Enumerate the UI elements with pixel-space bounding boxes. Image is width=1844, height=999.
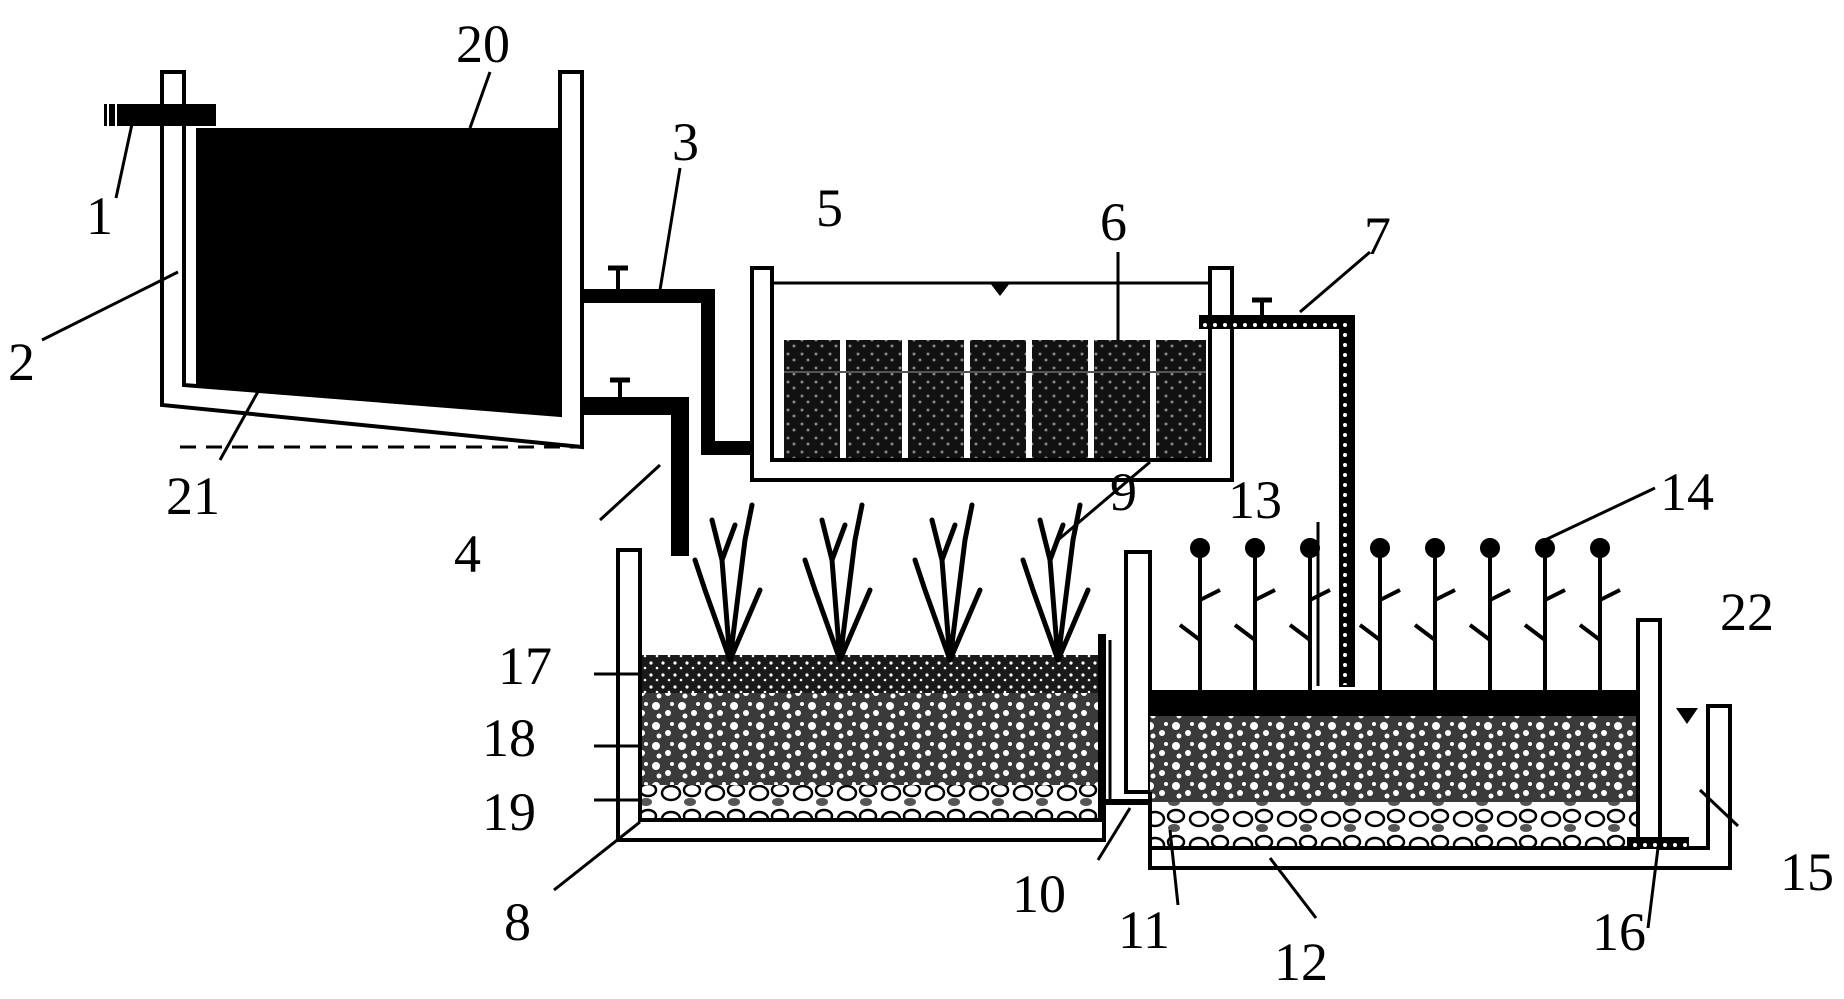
outlet-pipe bbox=[1627, 837, 1689, 849]
wetland-horizontal bbox=[1148, 538, 1732, 870]
label-14: 14 bbox=[1660, 462, 1714, 522]
pipe-7 bbox=[1199, 297, 1355, 687]
label-13: 13 bbox=[1228, 470, 1282, 530]
label-20: 20 bbox=[456, 14, 510, 74]
label-6: 6 bbox=[1100, 192, 1127, 252]
label-19: 19 bbox=[482, 782, 536, 842]
label-9: 9 bbox=[1110, 462, 1137, 522]
tank-liquid bbox=[196, 128, 560, 415]
label-5: 5 bbox=[816, 178, 843, 238]
partition-wall bbox=[1124, 550, 1152, 794]
label-3: 3 bbox=[672, 112, 699, 172]
label-22: 22 bbox=[1720, 582, 1774, 642]
regulating-tank bbox=[160, 70, 584, 450]
label-1: 1 bbox=[86, 186, 113, 246]
filter-modules bbox=[784, 340, 1206, 458]
label-4: 4 bbox=[454, 524, 481, 584]
label-7: 7 bbox=[1364, 206, 1391, 266]
biofilter-tank bbox=[750, 266, 1234, 482]
callout-labels: 1 2 3 4 5 6 7 8 9 10 11 12 13 14 15 16 1… bbox=[8, 14, 1834, 992]
inlet-pipe bbox=[104, 104, 216, 126]
pipe-3 bbox=[582, 265, 770, 455]
water-level-marker bbox=[990, 283, 1010, 296]
reeds bbox=[692, 502, 1091, 663]
label-15: 15 bbox=[1780, 842, 1834, 902]
pipe-4 bbox=[582, 377, 689, 556]
label-21: 21 bbox=[166, 466, 220, 526]
label-12: 12 bbox=[1274, 932, 1328, 992]
flowers bbox=[1178, 538, 1621, 690]
label-16: 16 bbox=[1592, 902, 1646, 962]
wetland-vertical bbox=[616, 502, 1183, 842]
label-17: 17 bbox=[498, 636, 552, 696]
label-2: 2 bbox=[8, 332, 35, 392]
label-10: 10 bbox=[1012, 864, 1066, 924]
water-level-marker bbox=[1676, 708, 1698, 724]
leader-lines bbox=[41, 71, 1740, 929]
label-18: 18 bbox=[482, 708, 536, 768]
label-8: 8 bbox=[504, 892, 531, 952]
label-11: 11 bbox=[1118, 900, 1170, 960]
